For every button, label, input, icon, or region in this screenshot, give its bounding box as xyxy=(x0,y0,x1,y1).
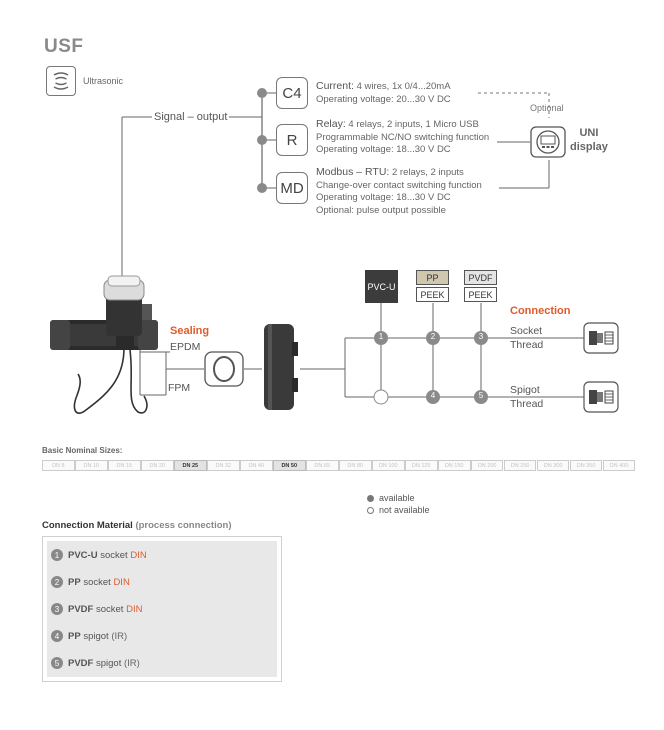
node-label-2: 2 xyxy=(430,332,436,341)
spigot-thread-icon xyxy=(583,381,619,413)
sealing-title: Sealing xyxy=(170,325,210,337)
nominal-size-dn10: DN 10 xyxy=(74,460,108,471)
material-name: PP xyxy=(68,576,81,588)
legend-not-available: not available xyxy=(367,505,430,515)
item-number-badge: 5 xyxy=(51,657,63,669)
connection-material-title: Connection Material (process connection) xyxy=(42,520,232,531)
code-box-c4[interactable]: C4 xyxy=(276,77,308,109)
sealing-option-epdm[interactable]: EPDM xyxy=(170,341,201,353)
connection-type: socket xyxy=(80,576,114,588)
nominal-size-dn32: DN 32 xyxy=(206,460,240,471)
connection-spigot-label: Spigot Thread xyxy=(510,384,544,410)
optional-label: Optional xyxy=(530,103,564,113)
connection-type: spigot xyxy=(80,630,112,642)
signal-node-c4 xyxy=(257,88,267,98)
nominal-size-dn300: DN 300 xyxy=(536,460,570,471)
connection-type: socket xyxy=(97,549,131,561)
spec-modbus: Modbus – RTU: 2 relays, 2 inputs Change-… xyxy=(316,166,482,216)
nominal-size-dn25: DN 25 xyxy=(173,460,207,471)
spec-c4: Current: 4 wires, 1x 0/4...20mA Operatin… xyxy=(316,80,451,105)
node-label-3: 3 xyxy=(478,332,484,341)
material-box-pvcu[interactable]: PVC-U xyxy=(365,270,398,303)
uni-display-label: UNI display xyxy=(570,127,608,153)
item-number-badge: 3 xyxy=(51,603,63,615)
item-number-badge: 2 xyxy=(51,576,63,588)
connection-material-item: 4 PP spigot (IR) xyxy=(51,630,127,642)
nominal-size-dn50: DN 50 xyxy=(272,460,306,471)
signal-node-r xyxy=(257,135,267,145)
material-name: PVDF xyxy=(68,603,94,615)
nominal-size-dn80: DN 80 xyxy=(338,460,372,471)
product-title: USF xyxy=(44,36,84,57)
nominal-sizes-title: Basic Nominal Sizes: xyxy=(42,446,123,455)
code-box-md[interactable]: MD xyxy=(276,172,308,204)
empty-dot-icon xyxy=(367,507,374,514)
connection-socket-label: Socket Thread xyxy=(510,325,544,351)
material-box-pp[interactable]: PP xyxy=(416,270,449,285)
node-label-4: 4 xyxy=(430,391,436,400)
item-number-badge: 4 xyxy=(51,630,63,642)
connection-material-item: 2 PP socket DIN xyxy=(51,576,130,588)
connection-material-item: 1 PVC-U socket DIN xyxy=(51,549,147,561)
nominal-size-dn20: DN 20 xyxy=(140,460,174,471)
sensor-type-label: Ultrasonic xyxy=(83,76,124,86)
node-label-5: 5 xyxy=(478,391,484,400)
connection-material-item: 3 PVDF socket DIN xyxy=(51,603,142,615)
signal-output-label: Signal – output xyxy=(152,111,230,123)
connection-type: socket xyxy=(93,603,127,615)
connection-type: spigot xyxy=(93,657,124,669)
nominal-size-dn40: DN 40 xyxy=(239,460,273,471)
nominal-size-dn250: DN 250 xyxy=(503,460,537,471)
nominal-size-dn8: DN 8 xyxy=(42,460,75,471)
nominal-size-dn125: DN 125 xyxy=(404,460,438,471)
connection-standard: (IR) xyxy=(123,657,140,669)
nominal-size-dn350: DN 350 xyxy=(569,460,603,471)
material-name: PVDF xyxy=(68,657,94,669)
ultrasonic-sensor-device xyxy=(46,270,166,420)
material-box-pp-peek[interactable]: PEEK xyxy=(416,287,449,302)
uni-display-icon xyxy=(530,126,566,158)
connection-standard: (IR) xyxy=(111,630,128,642)
material-box-pvdf[interactable]: PVDF xyxy=(464,270,497,285)
connection-standard: DIN xyxy=(130,549,147,561)
material-box-pvdf-peek[interactable]: PEEK xyxy=(464,287,497,302)
nominal-size-dn400: DN 400 xyxy=(602,460,636,471)
connection-title: Connection xyxy=(510,305,571,317)
seal-ring-icon xyxy=(204,351,244,387)
ultrasonic-icon xyxy=(46,66,76,96)
code-box-r[interactable]: R xyxy=(276,124,308,156)
sealing-option-fpm[interactable]: FPM xyxy=(168,382,191,394)
legend-available: available xyxy=(367,493,415,503)
material-name: PP xyxy=(68,630,81,642)
item-number-badge: 1 xyxy=(51,549,63,561)
connection-standard: DIN xyxy=(126,603,143,615)
nominal-size-dn100: DN 100 xyxy=(371,460,405,471)
material-name: PVC-U xyxy=(68,549,98,561)
node-label-1: 1 xyxy=(378,332,384,341)
nominal-size-dn15: DN 15 xyxy=(107,460,141,471)
signal-node-md xyxy=(257,183,267,193)
connection-standard: DIN xyxy=(113,576,130,588)
spec-relay: Relay: 4 relays, 2 inputs, 1 Micro USB P… xyxy=(316,118,490,156)
nominal-size-dn150: DN 150 xyxy=(437,460,471,471)
nominal-size-dn65: DN 65 xyxy=(305,460,339,471)
union-nut-housing xyxy=(262,322,300,412)
filled-dot-icon xyxy=(367,495,374,502)
nominal-size-dn200: DN 200 xyxy=(470,460,504,471)
socket-thread-icon xyxy=(583,322,619,354)
connection-material-item: 5 PVDF spigot (IR) xyxy=(51,657,140,669)
